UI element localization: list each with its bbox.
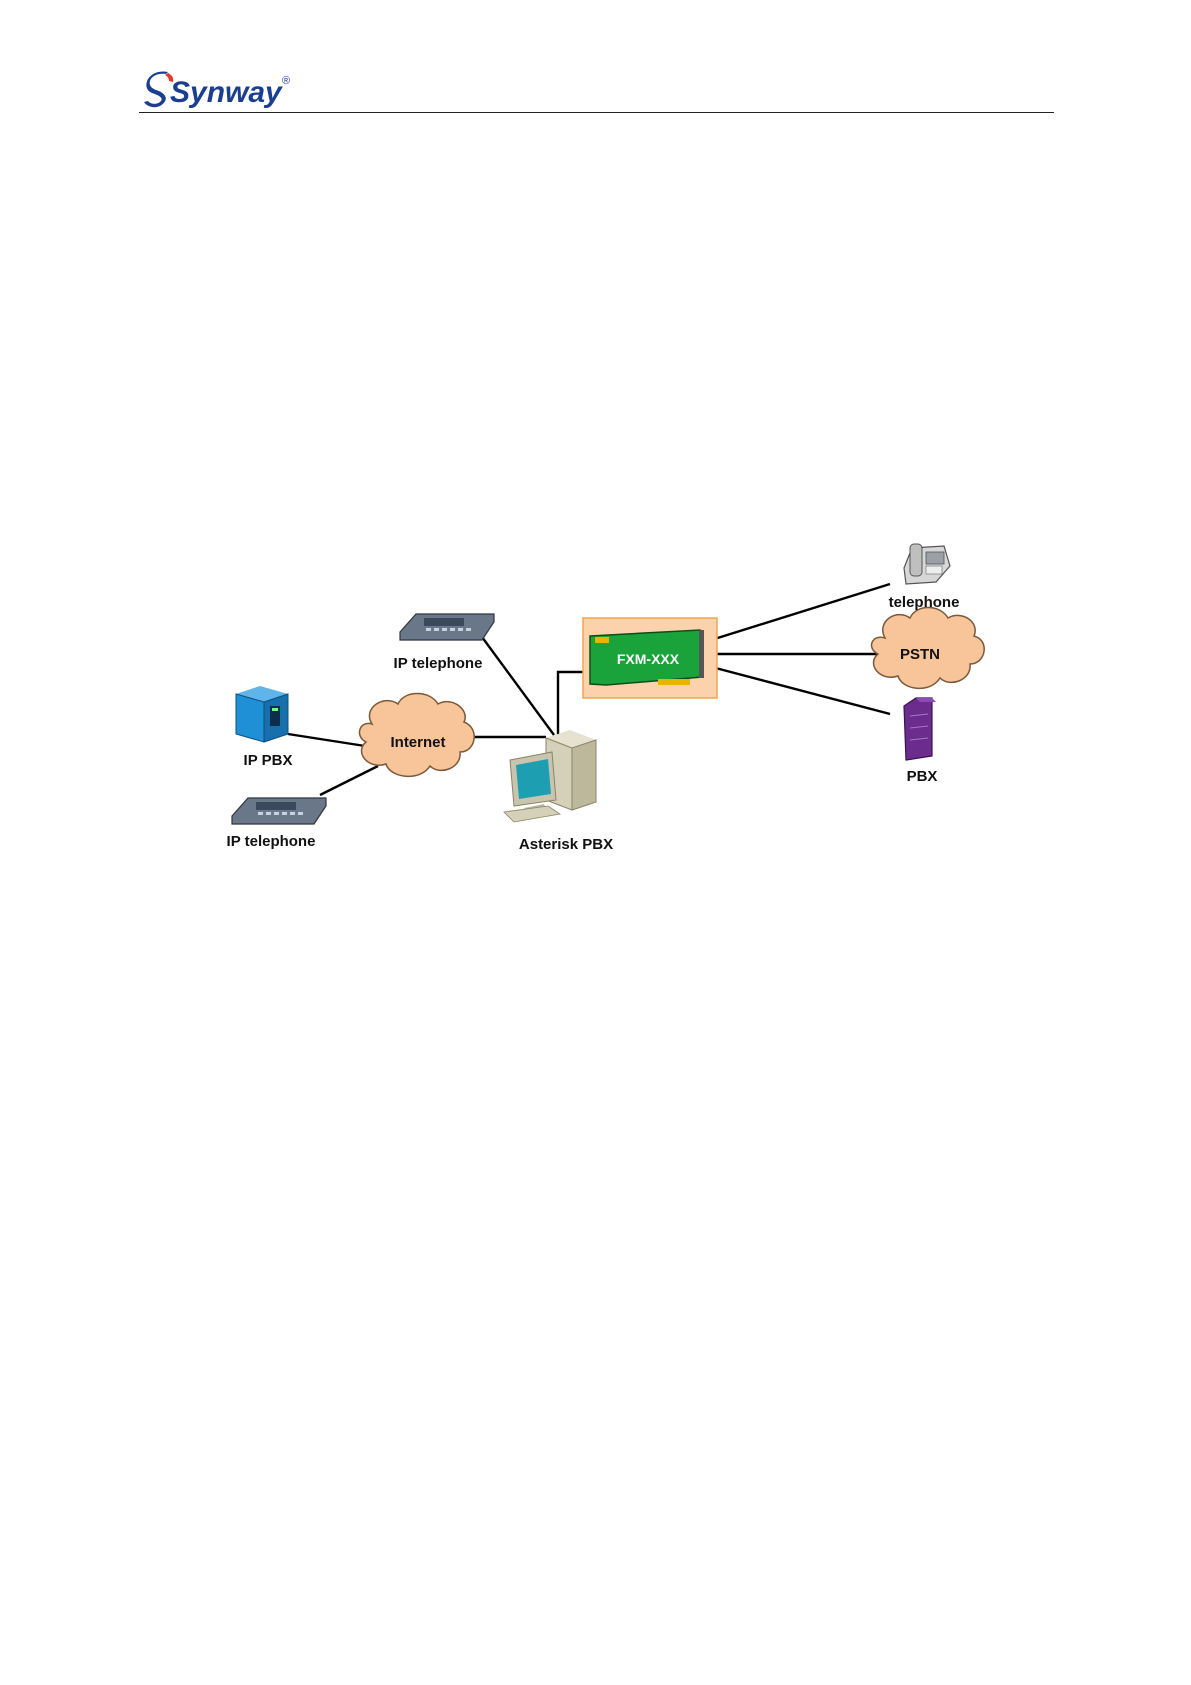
fxm-card: FXM-XXX [583,618,717,698]
pbx-label: PBX [907,768,938,785]
telephone-icon [904,544,950,584]
telephone-label: telephone [889,594,960,611]
pbx-icon [904,698,936,760]
ip-pbx-label: IP PBX [244,752,293,769]
pstn-label: PSTN [900,646,940,663]
link-card-pbx [708,666,890,714]
link-internet-iptel [320,766,378,795]
asterisk-pbx-icon [504,730,596,822]
ip-telephone-bottom-label: IP telephone [227,833,316,850]
ip-telephone-top-label: IP telephone [394,655,483,672]
asterisk-pbx-label: Asterisk PBX [519,836,613,853]
internet-cloud: Internet [359,694,474,777]
internet-label: Internet [390,734,445,751]
pstn-cloud: PSTN [872,608,985,689]
link-ippbx-internet [288,734,365,746]
ip-pbx-icon [236,686,288,742]
ip-telephone-top-icon [400,614,494,640]
card-label: FXM-XXX [617,651,680,667]
footer-remnant [0,1668,300,1685]
link-iptel-asterisk [482,637,554,735]
link-card-asterisk [558,672,586,735]
link-card-telephone [708,584,890,641]
ip-telephone-bottom-icon [232,798,326,824]
